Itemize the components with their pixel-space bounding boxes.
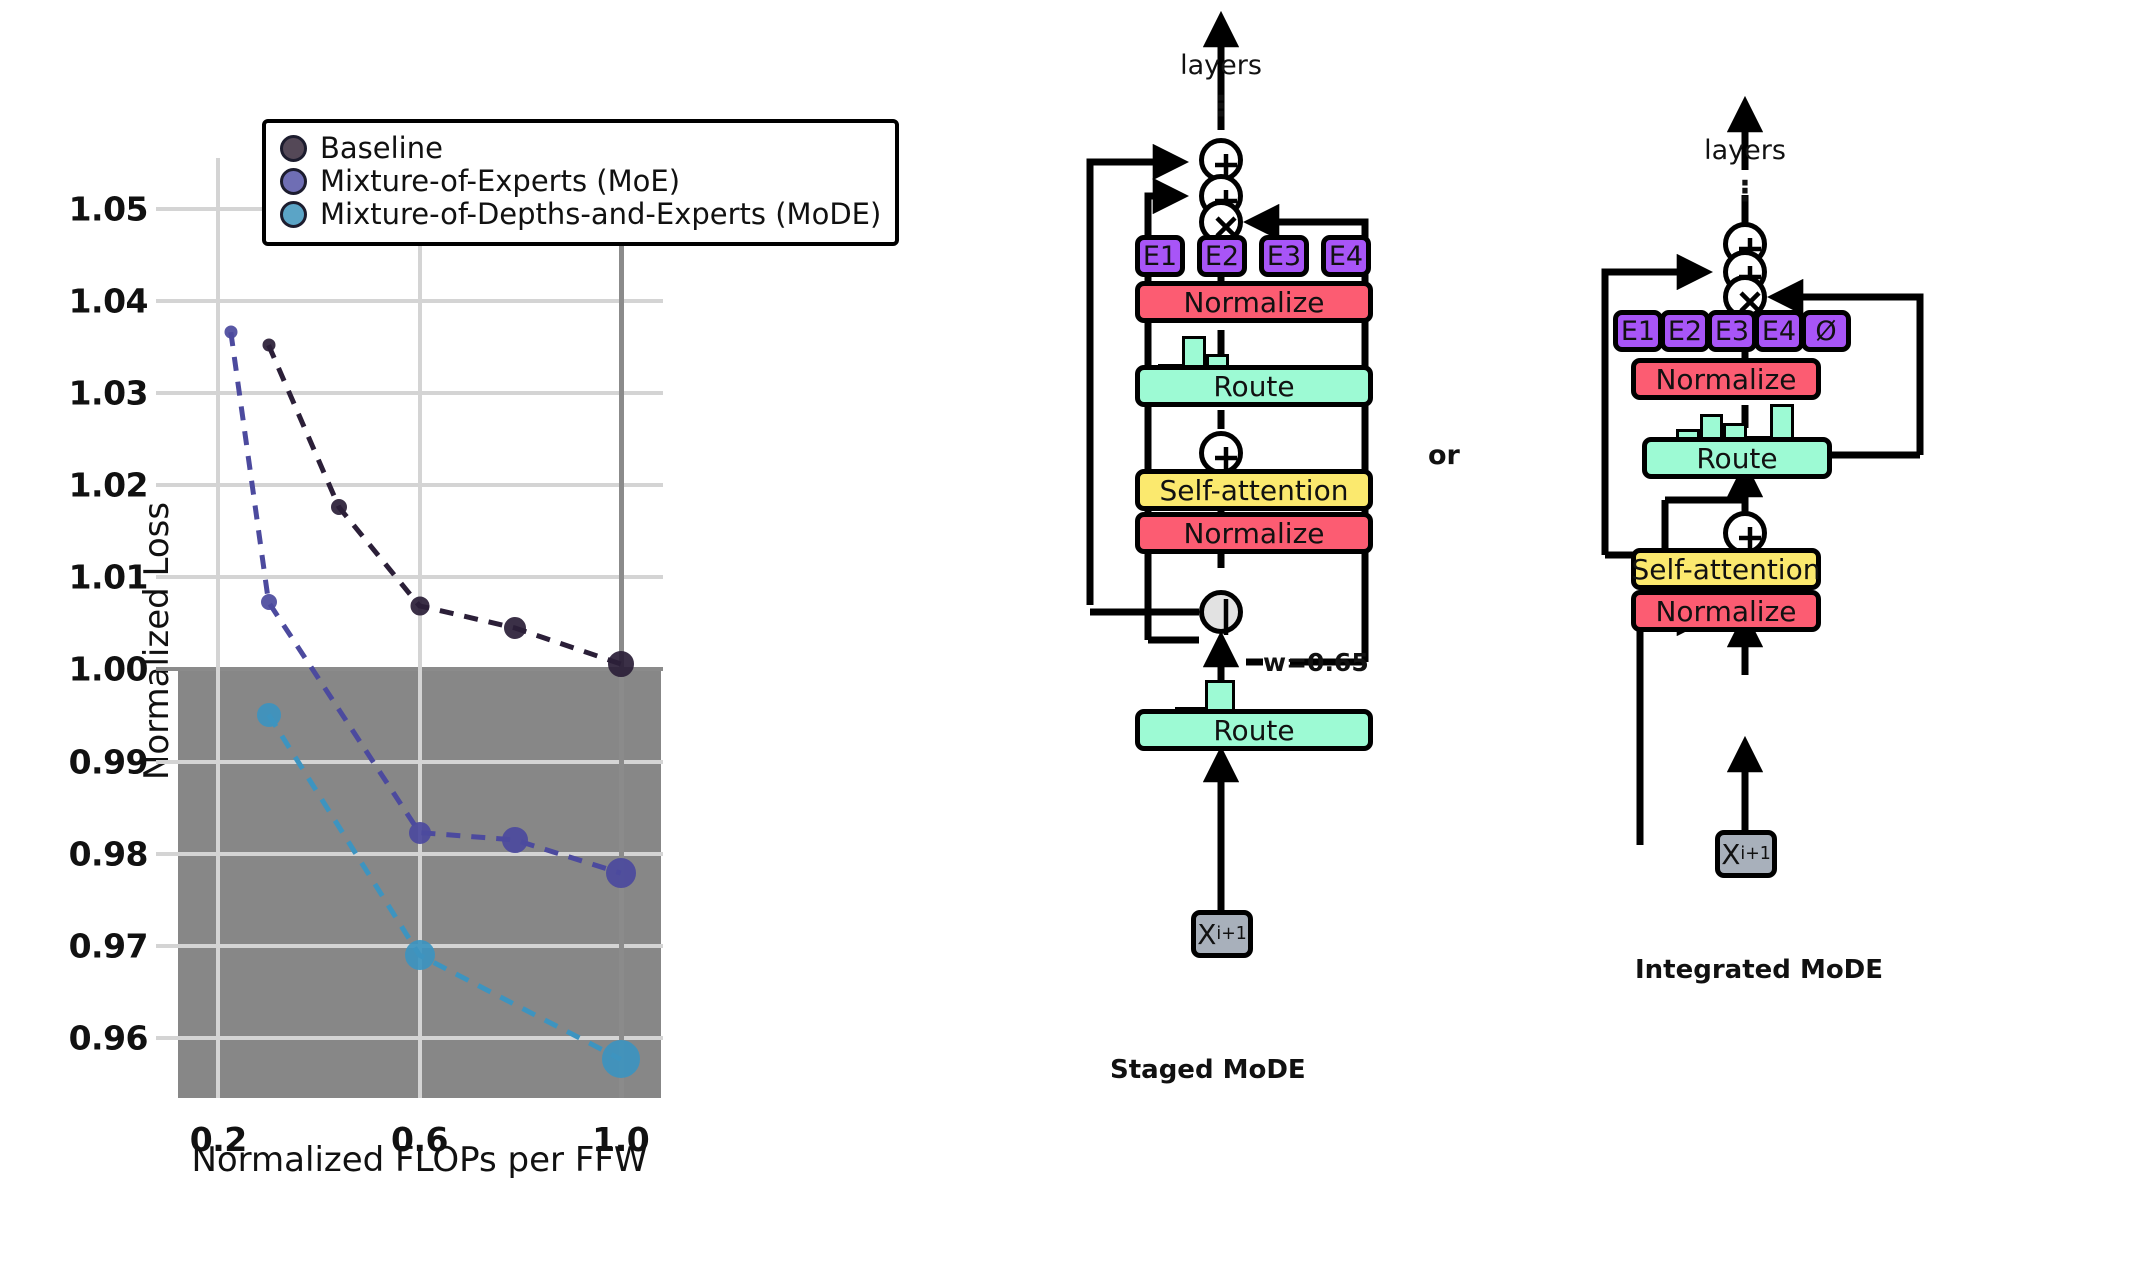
legend-item-baseline[interactable]: Baseline [280,132,881,165]
staged-expert-e3[interactable]: E3 [1259,235,1309,277]
gridline-horizontal [156,298,663,303]
integrated-input-label: X [1721,837,1741,871]
integrated-vertical-dots: ··· [1739,166,1751,217]
legend-label-moe: Mixture-of-Experts (MoE) [320,164,681,198]
legend-swatch-baseline [280,135,307,162]
data-point[interactable] [260,594,277,611]
integrated-layers-label: layers [1704,135,1786,166]
staged-expert-e2[interactable]: E2 [1197,235,1247,277]
legend-item-mode[interactable]: Mixture-of-Depths-and-Experts (MoDE) [280,198,881,231]
y-tick-label: 1.04 [68,281,149,321]
y-axis-label: Normalized Loss [137,501,178,781]
staged-weight-label: w=0.65 [1263,648,1369,677]
data-point[interactable] [605,858,636,889]
integrated-expert-e2[interactable]: E2 [1660,310,1710,352]
y-tick-label: 1.00 [68,649,149,689]
staged-expert-e4[interactable]: E4 [1321,235,1371,277]
data-point[interactable] [404,940,435,971]
legend-label-baseline: Baseline [320,131,443,165]
staged-input-subscript: i+1 [1216,924,1247,944]
gridline-vertical [618,158,624,1098]
integrated-mode-diagram: layers ··· E1 E2 E3 E4 Ø Normalize Route… [1480,0,2040,1282]
data-point[interactable] [607,650,634,677]
series-line-2 [266,713,622,1062]
gridline-horizontal [156,575,663,580]
y-tick-label: 1.03 [68,373,149,413]
staged-vertical-dots: ··· [1215,81,1227,132]
gridline-vertical [417,158,422,1098]
integrated-expert-e1[interactable]: E1 [1613,310,1663,352]
data-point[interactable] [502,826,529,853]
data-point[interactable] [262,338,276,352]
x-tick-label: 0.6 [391,1120,448,1159]
staged-route-top[interactable]: Route [1135,365,1373,407]
staged-caption: Staged MoDE [1110,1055,1306,1085]
integrated-self-attention[interactable]: Self-attention [1631,548,1821,590]
staged-router-gate-op [1199,590,1243,635]
y-tick-label: 1.02 [68,465,149,505]
data-point[interactable] [504,617,527,639]
chart-panel: Normalized Loss Normalized FLOPs per FFW… [0,0,980,1282]
series-line-1 [228,331,622,876]
data-point[interactable] [331,499,347,516]
staged-normalize-bottom[interactable]: Normalize [1135,512,1373,554]
legend-label-mode: Mixture-of-Depths-and-Experts (MoDE) [320,197,882,231]
or-connector-label: or [1428,440,1460,471]
staged-self-attention[interactable]: Self-attention [1135,469,1373,511]
staged-expert-e1[interactable]: E1 [1135,235,1185,277]
integrated-route[interactable]: Route [1642,437,1832,479]
series-line-0 [266,344,622,667]
data-point[interactable] [601,1040,640,1079]
integrated-input-subscript: i+1 [1740,844,1771,864]
legend-item-moe[interactable]: Mixture-of-Experts (MoE) [280,165,881,198]
integrated-normalize-bottom[interactable]: Normalize [1631,590,1821,632]
gridline-horizontal [156,1036,663,1041]
x-tick-label: 1.0 [592,1120,650,1159]
gridline-horizontal [156,483,663,488]
staged-wires [1086,10,1369,910]
gridline-horizontal [156,391,663,395]
gridline-vertical [216,158,221,1098]
plot-area: 0.96 0.97 0.98 0.99 1.00 1.01 1.02 1.03 1.04 1.05… [69,158,663,1159]
y-tick-label: 0.96 [68,1018,149,1058]
integrated-wires [1601,95,1924,845]
data-point[interactable] [256,702,281,727]
integrated-expert-e3[interactable]: E3 [1707,310,1757,352]
integrated-caption: Integrated MoDE [1635,955,1884,985]
gridline-horizontal [156,759,663,764]
x-tick-label: 0.2 [189,1120,247,1159]
x-axis-label: Normalized FLOPs per FFW [191,1140,648,1180]
gridline-horizontal [156,667,663,672]
integrated-expert-null[interactable]: Ø [1801,310,1851,352]
integrated-expert-e4[interactable]: E4 [1754,310,1804,352]
staged-route-bottom[interactable]: Route [1135,709,1373,751]
data-point[interactable] [410,596,429,616]
y-tick-label: 1.01 [68,557,149,597]
chart-legend: Baseline Mixture-of-Experts (MoE) Mixtur… [262,119,900,246]
y-tick-label: 1.05 [68,189,149,229]
y-tick-label: 0.99 [68,742,149,782]
data-point[interactable] [408,821,431,844]
staged-input-label: X [1197,917,1217,951]
legend-swatch-moe [280,168,307,195]
gridline-horizontal [156,851,663,856]
y-tick-label: 0.98 [68,834,149,874]
y-tick-label: 0.97 [68,926,149,966]
staged-normalize-top[interactable]: Normalize [1135,281,1373,323]
integrated-normalize-top[interactable]: Normalize [1631,358,1821,400]
data-point[interactable] [224,325,238,339]
staged-layers-label: layers [1180,50,1262,81]
staged-mode-diagram: layers ··· E1 E2 E3 E4 Normalize Route S… [1000,0,1520,1282]
legend-swatch-mode [280,201,307,228]
